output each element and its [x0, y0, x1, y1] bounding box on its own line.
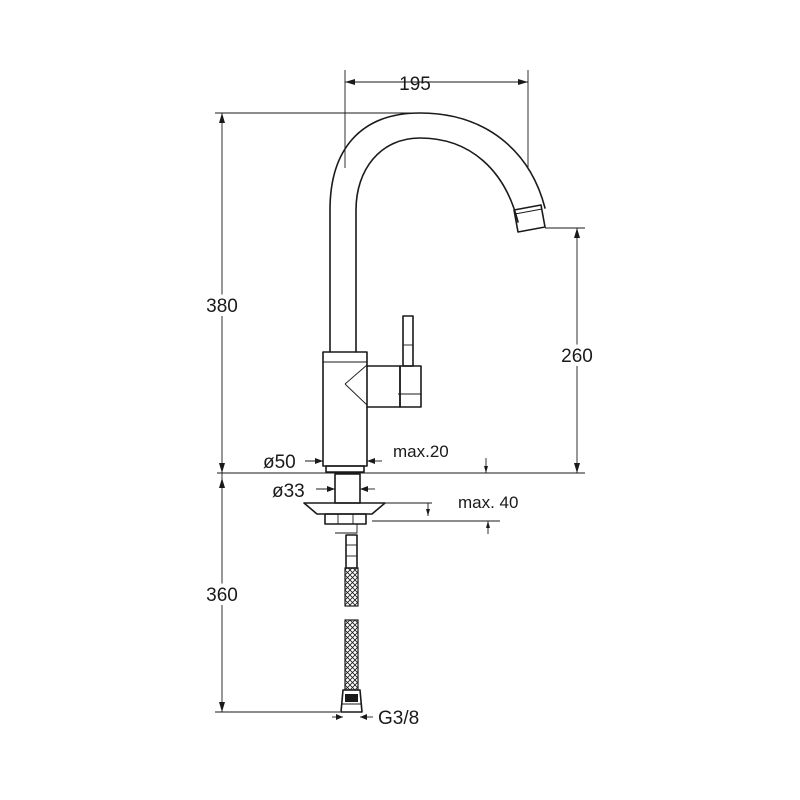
lever-cap — [399, 365, 422, 408]
hose-braid-upper — [344, 567, 359, 607]
faucet-body — [322, 351, 368, 467]
dim-label-deck-max-bottom: max. 40 — [458, 493, 518, 512]
mounting-plate — [303, 502, 386, 515]
mounting-nut — [324, 513, 367, 525]
dim-label-spout-height: 260 — [561, 346, 593, 367]
spout-neck — [329, 112, 546, 353]
hose-braid-lower — [344, 619, 359, 691]
mounting-assembly — [303, 473, 386, 713]
dimension-lines — [215, 70, 585, 720]
shank — [334, 473, 361, 504]
dim-label-connection-thread: G3/8 — [378, 708, 419, 729]
dim-label-base-diameter: ø50 — [263, 452, 296, 473]
lever-handle — [402, 315, 414, 367]
dim-label-below-deck: 360 — [206, 585, 238, 606]
dim-label-total-height: 380 — [206, 296, 238, 317]
spout-tip — [513, 204, 546, 233]
spout-neck-inner — [355, 137, 519, 353]
faucet-outline — [322, 112, 546, 473]
hose-fitting-bottom — [340, 689, 363, 713]
base-ring — [325, 465, 365, 473]
lever-joint — [366, 365, 401, 408]
dim-label-deck-max-top: max.20 — [393, 442, 449, 461]
hose-connector-top — [345, 534, 358, 569]
dim-label-spout-reach: 195 — [399, 74, 431, 95]
dim-label-shank-diameter: ø33 — [272, 481, 305, 502]
